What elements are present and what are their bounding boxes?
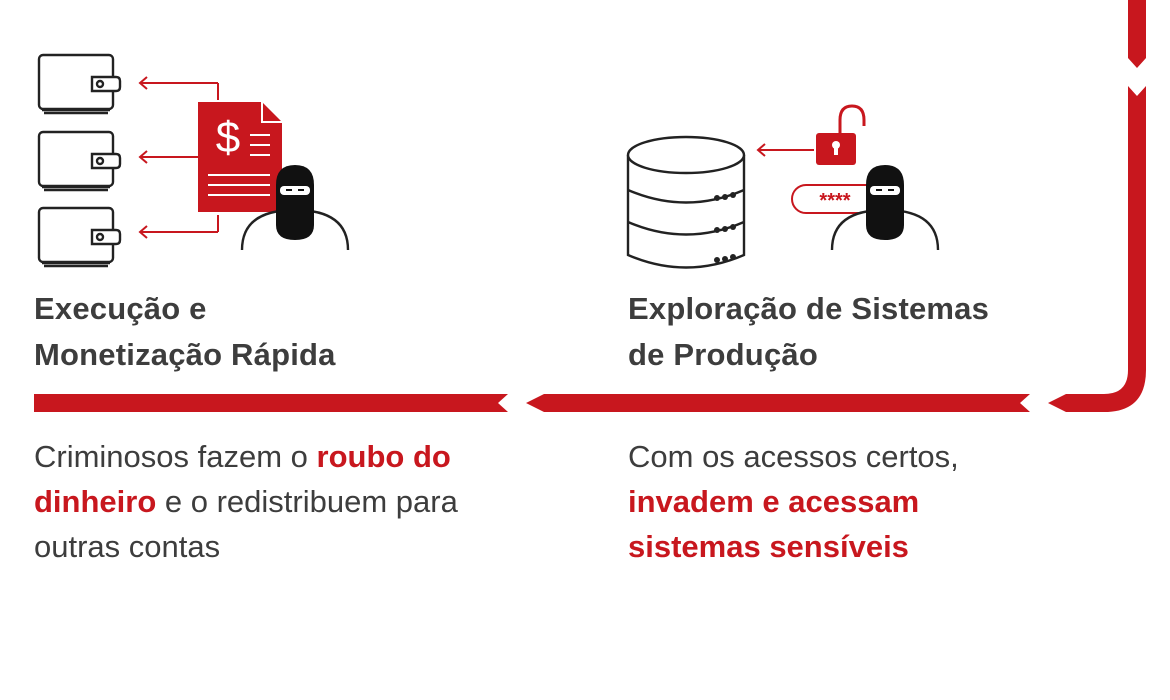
- step1-title: Execução e Monetização Rápida: [34, 286, 514, 378]
- password-field-icon: ****: [791, 184, 885, 214]
- hacker-icon: [240, 165, 350, 251]
- connector-right-curve: [1048, 86, 1146, 412]
- hacker-icon: [830, 165, 940, 251]
- step1-desc-highlight: roubo do dinheiro: [34, 439, 451, 519]
- connector-top-arrow: [1128, 0, 1146, 68]
- step2-description: Com os acessos certos, invadem e acessam…: [628, 434, 1008, 569]
- svg-text:$: $: [216, 113, 240, 162]
- transfer-arrows: [138, 76, 219, 239]
- step1-title-line1: Execução e: [34, 291, 207, 326]
- wallet-icon: [37, 206, 122, 268]
- database-icon: [626, 135, 746, 269]
- access-arrow: [756, 143, 814, 157]
- step1-description: Criminosos fazem o roubo do dinheiro e o…: [34, 434, 504, 569]
- step2-title: Exploração de Sistemas de Produção: [628, 286, 1108, 378]
- wallet-icon: [37, 130, 122, 192]
- step2-title-line2: de Produção: [628, 337, 818, 372]
- password-mask: ****: [819, 190, 850, 212]
- step1-desc-text: Criminosos fazem o: [34, 439, 317, 474]
- step1-desc-text-end: e o redistribuem para outras contas: [34, 484, 458, 564]
- unlocked-padlock-icon: [816, 104, 866, 165]
- step2-illustration: ****: [626, 104, 940, 269]
- connector-middle-bar: [526, 394, 1030, 412]
- step2-title-line1: Exploração de Sistemas: [628, 291, 990, 326]
- step1-title-line2: Monetização Rápida: [34, 337, 336, 372]
- connector-left-bar: [34, 394, 508, 412]
- wallet-icon: [37, 53, 122, 115]
- step2-desc-text: Com os acessos certos,: [628, 439, 959, 474]
- step2-desc-highlight: invadem e acessam sistemas sensíveis: [628, 484, 920, 564]
- step1-illustration: $: [37, 53, 350, 268]
- money-document-icon: $: [198, 102, 282, 212]
